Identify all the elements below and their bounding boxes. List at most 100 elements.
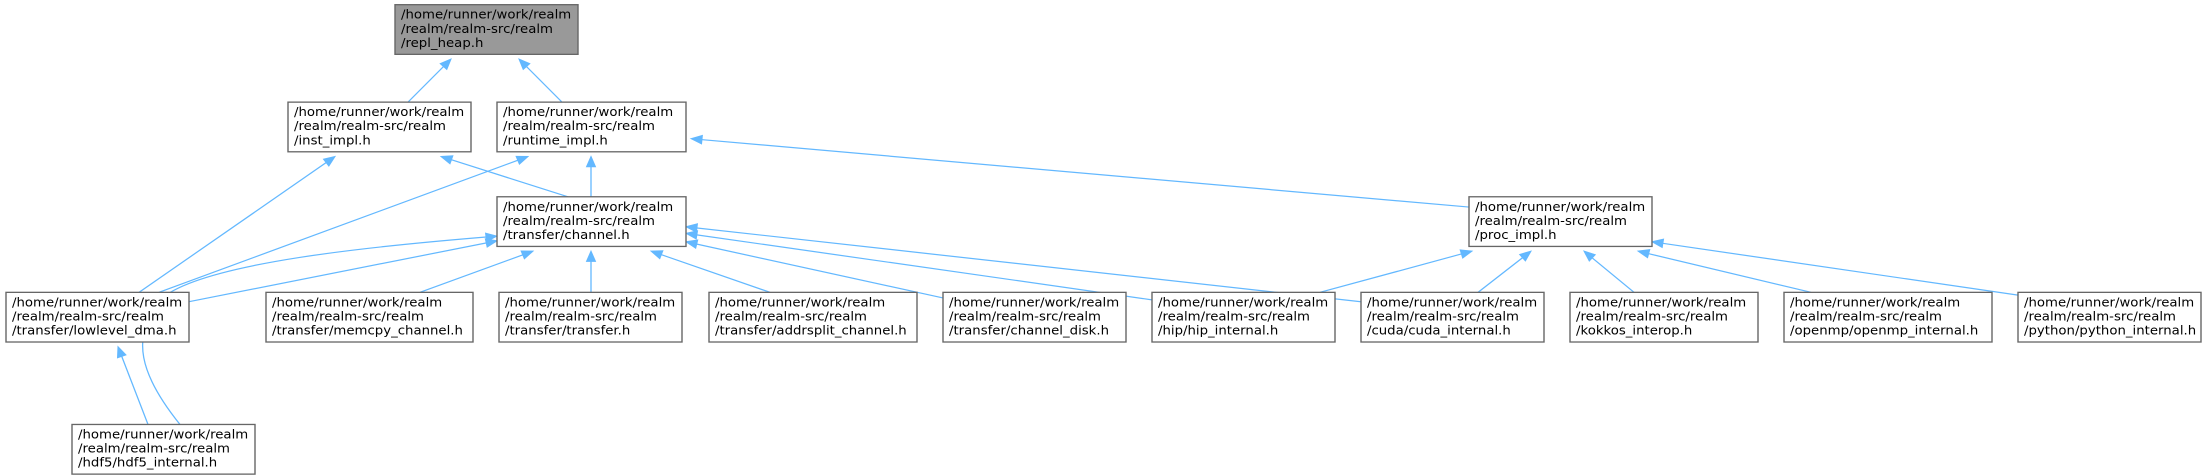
node-channel[interactable]: /home/runner/work/realm/realm/realm-src/… bbox=[496, 196, 687, 248]
node-label-line: /home/runner/work/realm bbox=[2024, 296, 2194, 311]
node-label-line: /home/runner/work/realm bbox=[1367, 296, 1537, 311]
node-label-line: /hip/hip_internal.h bbox=[1158, 324, 1278, 339]
node-label-line: /realm/realm-src/realm bbox=[294, 120, 446, 135]
node-label-line: /realm/realm-src/realm bbox=[78, 442, 230, 457]
edge-hip_internal-to-channel bbox=[684, 230, 1153, 301]
node-addrsplit-channel[interactable]: /home/runner/work/realm/realm/realm-src/… bbox=[708, 291, 918, 343]
edge-proc_impl-to-runtime_impl bbox=[689, 134, 1470, 208]
node-label-line: /home/runner/work/realm bbox=[272, 296, 442, 311]
node-memcpy-channel[interactable]: /home/runner/work/realm/realm/realm-src/… bbox=[265, 291, 474, 343]
edge-addrsplit_channel-to-channel bbox=[649, 250, 771, 293]
node-label-line: /python/python_internal.h bbox=[2024, 324, 2196, 339]
node-label-line: /realm/realm-src/realm bbox=[505, 310, 657, 325]
edge-openmp_internal-to-proc_impl bbox=[1636, 249, 1812, 293]
node-label-line: /inst_impl.h bbox=[294, 134, 371, 149]
node-transfer[interactable]: /home/runner/work/realm/realm/realm-src/… bbox=[498, 291, 683, 343]
node-label-line: /home/runner/work/realm bbox=[294, 106, 464, 121]
edge-channel-to-inst_impl bbox=[439, 155, 569, 198]
node-label-line: /cuda/cuda_internal.h bbox=[1367, 324, 1511, 339]
node-label-line: /proc_impl.h bbox=[1475, 228, 1557, 243]
node-hip-internal[interactable]: /home/runner/work/realm/realm/realm-src/… bbox=[1151, 291, 1336, 343]
edge-hdf5_internal-to-lowlevel_dma bbox=[116, 345, 149, 425]
edges-layer bbox=[116, 58, 2019, 425]
node-box bbox=[496, 196, 687, 248]
node-channel-disk[interactable]: /home/runner/work/realm/realm/realm-src/… bbox=[942, 291, 1127, 343]
node-box bbox=[2017, 291, 2202, 343]
node-label-line: /home/runner/work/realm bbox=[503, 106, 673, 121]
node-box bbox=[1151, 291, 1336, 343]
node-label-line: /realm/realm-src/realm bbox=[715, 310, 867, 325]
node-box bbox=[498, 291, 683, 343]
node-proc-impl[interactable]: /home/runner/work/realm/realm/realm-src/… bbox=[1468, 196, 1653, 248]
node-inst-impl[interactable]: /home/runner/work/realm/realm/realm-src/… bbox=[287, 101, 472, 153]
node-label-line: /home/runner/work/realm bbox=[401, 8, 571, 23]
node-label-line: /transfer/lowlevel_dma.h bbox=[12, 324, 177, 339]
node-label-line: /runtime_impl.h bbox=[503, 134, 608, 149]
node-label-line: /hdf5/hdf5_internal.h bbox=[78, 456, 217, 471]
node-label-line: /realm/realm-src/realm bbox=[2024, 310, 2176, 325]
node-label-line: /transfer/channel_disk.h bbox=[949, 324, 1109, 339]
node-hdf5-internal[interactable]: /home/runner/work/realm/realm/realm-src/… bbox=[71, 423, 256, 475]
edge-cuda_internal-to-proc_impl bbox=[1477, 250, 1533, 293]
node-label-line: /realm/realm-src/realm bbox=[12, 310, 164, 325]
node-label-line: /realm/realm-src/realm bbox=[1576, 310, 1728, 325]
edge-lowlevel_dma-to-runtime_impl bbox=[158, 155, 530, 293]
node-label-line: /realm/realm-src/realm bbox=[503, 214, 655, 229]
node-openmp-internal[interactable]: /home/runner/work/realm/realm/realm-src/… bbox=[1783, 291, 1993, 343]
node-label-line: /home/runner/work/realm bbox=[503, 200, 673, 215]
node-label-line: /realm/realm-src/realm bbox=[272, 310, 424, 325]
node-label-line: /realm/realm-src/realm bbox=[1158, 310, 1310, 325]
edge-cuda_internal-to-channel bbox=[684, 223, 1362, 303]
node-label-line: /realm/realm-src/realm bbox=[401, 22, 553, 37]
node-label-line: /realm/realm-src/realm bbox=[1475, 214, 1627, 229]
node-box bbox=[1468, 196, 1653, 248]
node-box bbox=[496, 101, 687, 153]
edge-runtime_impl-to-repl_heap bbox=[518, 58, 563, 103]
node-box bbox=[942, 291, 1127, 343]
edge-hdf5_internal-to-channel bbox=[141, 232, 499, 425]
node-label-line: /repl_heap.h bbox=[401, 36, 483, 51]
node-cuda-internal[interactable]: /home/runner/work/realm/realm/realm-src/… bbox=[1360, 291, 1545, 343]
node-label-line: /home/runner/work/realm bbox=[78, 428, 248, 443]
node-label-line: /transfer/memcpy_channel.h bbox=[272, 324, 463, 339]
edge-transfer-to-channel bbox=[585, 249, 597, 293]
node-label-line: /kokkos_interop.h bbox=[1576, 324, 1692, 339]
node-label-line: /home/runner/work/realm bbox=[715, 296, 885, 311]
node-label-line: /realm/realm-src/realm bbox=[503, 120, 655, 135]
edge-lowlevel_dma-to-inst_impl bbox=[138, 155, 337, 293]
nodes-layer: /home/runner/work/realm/realm/realm-src/… bbox=[5, 4, 2202, 475]
edge-python_internal-to-proc_impl bbox=[1650, 238, 2019, 296]
node-box bbox=[287, 101, 472, 153]
edge-hip_internal-to-proc_impl bbox=[1319, 249, 1474, 293]
node-label-line: /realm/realm-src/realm bbox=[1367, 310, 1519, 325]
node-label-line: /home/runner/work/realm bbox=[1790, 296, 1960, 311]
node-runtime-impl[interactable]: /home/runner/work/realm/realm/realm-src/… bbox=[496, 101, 687, 153]
node-label-line: /home/runner/work/realm bbox=[12, 296, 182, 311]
node-box bbox=[1783, 291, 1993, 343]
edge-memcpy_channel-to-channel bbox=[419, 250, 535, 293]
edge-channel-to-runtime_impl bbox=[585, 155, 597, 197]
node-label-line: /openmp/openmp_internal.h bbox=[1790, 324, 1978, 339]
node-box bbox=[1569, 291, 1759, 343]
node-label-line: /realm/realm-src/realm bbox=[949, 310, 1101, 325]
node-label-line: /transfer/channel.h bbox=[503, 228, 630, 243]
node-label-line: /home/runner/work/realm bbox=[1475, 200, 1645, 215]
node-python-internal[interactable]: /home/runner/work/realm/realm/realm-src/… bbox=[2017, 291, 2202, 343]
node-lowlevel-dma[interactable]: /home/runner/work/realm/realm/realm-src/… bbox=[5, 291, 190, 343]
node-label-line: /realm/realm-src/realm bbox=[1790, 310, 1942, 325]
node-box bbox=[708, 291, 918, 343]
edge-inst_impl-to-repl_heap bbox=[407, 58, 452, 103]
node-box bbox=[265, 291, 474, 343]
node-label-line: /home/runner/work/realm bbox=[949, 296, 1119, 311]
node-box bbox=[5, 291, 190, 343]
edge-kokkos_interop-to-proc_impl bbox=[1583, 250, 1635, 293]
node-label-line: /home/runner/work/realm bbox=[1576, 296, 1746, 311]
node-repl-heap: /home/runner/work/realm/realm/realm-src/… bbox=[394, 4, 579, 56]
node-label-line: /home/runner/work/realm bbox=[1158, 296, 1328, 311]
node-kokkos-interop[interactable]: /home/runner/work/realm/realm/realm-src/… bbox=[1569, 291, 1759, 343]
node-box bbox=[71, 423, 256, 475]
node-box bbox=[1360, 291, 1545, 343]
node-box bbox=[394, 4, 579, 56]
node-label-line: /transfer/transfer.h bbox=[505, 324, 630, 339]
